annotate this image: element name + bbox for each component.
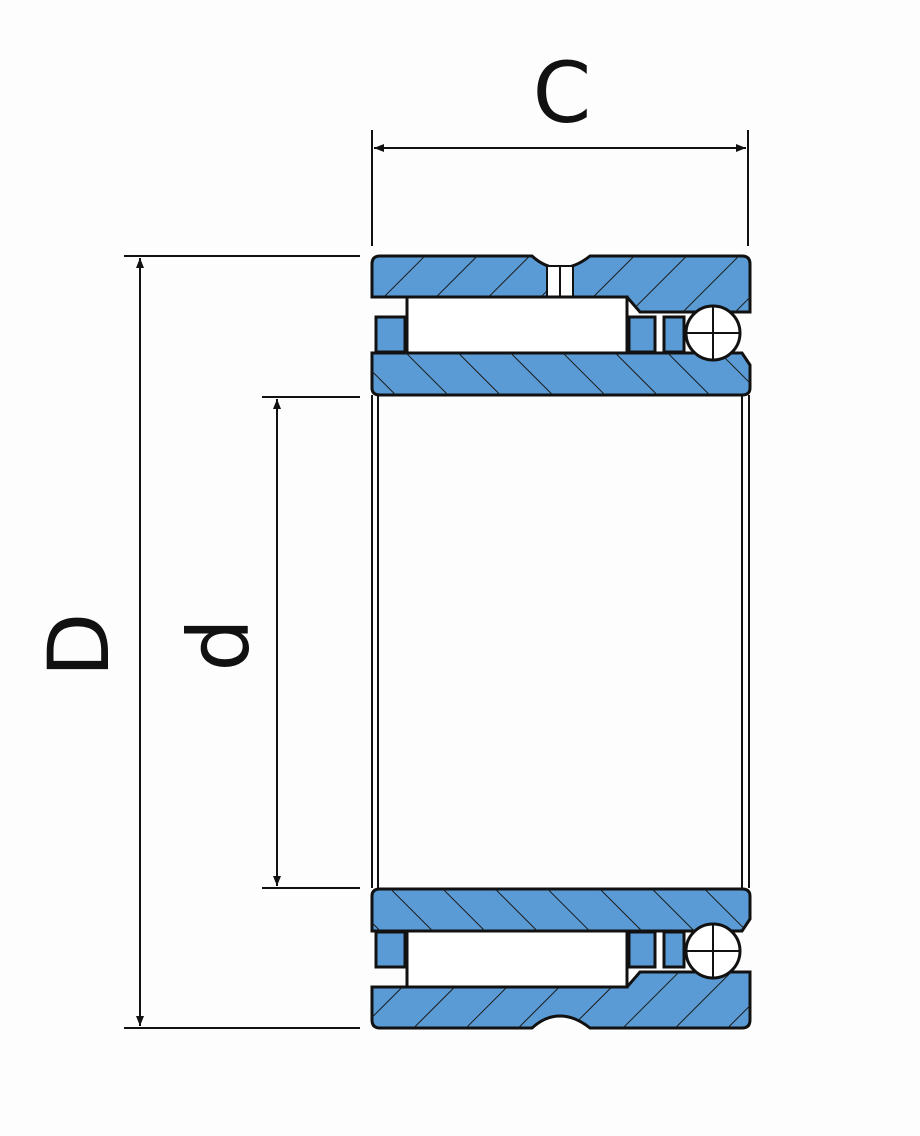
needle-roller [405,929,629,989]
bottom-section [370,887,752,1030]
cage [374,315,407,354]
label-c: C [533,44,592,142]
label-D: D [30,613,128,678]
cage [627,930,657,969]
cage [374,930,407,969]
bore [371,395,750,888]
dimension-d-outer: D [30,255,360,1029]
cage [662,315,686,354]
cage [662,930,686,969]
cage [627,315,657,354]
needle-roller [405,295,629,355]
dimension-c: C [371,44,749,246]
dimension-d-bore: d [170,396,360,889]
label-d: d [170,618,268,671]
top-section [370,254,752,397]
